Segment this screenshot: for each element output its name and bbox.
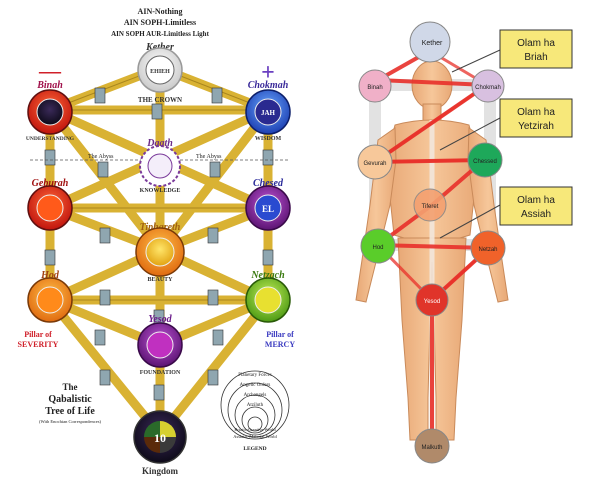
- sephirah-binah: Binah UNDERSTANDING: [26, 80, 75, 142]
- svg-text:Chokmah: Chokmah: [248, 80, 289, 91]
- svg-text:JAH: JAH: [261, 109, 276, 117]
- svg-text:Yesod: Yesod: [148, 314, 172, 325]
- sephirah-kether: Kether EHIEH THE CROWN: [137, 42, 183, 104]
- svg-text:Daath: Daath: [146, 138, 173, 149]
- pillar-mercy-1: Pillar of: [266, 330, 294, 339]
- sephirah-netzach: Netzach: [245, 270, 291, 323]
- svg-text:Assiah: Assiah: [521, 209, 551, 220]
- arc-line-3: AIN SOPH AUR-Limitless Light: [111, 30, 209, 38]
- svg-text:Netzach: Netzach: [250, 270, 285, 281]
- svg-text:Hod: Hod: [372, 245, 383, 251]
- svg-text:Chessed: Chessed: [473, 159, 497, 165]
- body-sephirah-tiferet: Tiferet: [413, 188, 447, 222]
- svg-text:The: The: [62, 382, 77, 392]
- body-sephirah-gevurah: Gevurah: [357, 144, 393, 180]
- svg-text:Gevurah: Gevurah: [363, 161, 386, 167]
- legend-line-6: Assiatic-Material World: [233, 434, 277, 439]
- svg-text:EHIEH: EHIEH: [150, 69, 170, 75]
- sephirah-malkuth: 10 Kingdom: [133, 410, 187, 476]
- body-sephirah-kether: Kether: [409, 21, 451, 63]
- svg-text:Yesod: Yesod: [424, 299, 440, 305]
- minus-sign: —: [38, 58, 62, 83]
- sephirah-chokmah: Chokmah JAH WISDOM: [245, 80, 291, 142]
- legend-line-3: Archangels: [244, 393, 267, 398]
- body-sephirah-binah: Binah: [358, 69, 392, 103]
- kingdom-label: Kingdom: [142, 466, 179, 476]
- svg-text:Tree of Life: Tree of Life: [45, 406, 95, 417]
- svg-text:WISDOM: WISDOM: [255, 136, 282, 142]
- sephirah-chesed: Chesed EL: [245, 178, 291, 231]
- arc-line-2: AIN SOPH-Limitless: [124, 18, 196, 27]
- svg-text:THE CROWN: THE CROWN: [138, 96, 182, 104]
- pillar-mercy-2: MERCY: [265, 340, 295, 349]
- body-sephirah-yesod: Yesod: [415, 283, 449, 317]
- svg-text:Binah: Binah: [36, 80, 63, 91]
- svg-text:EL: EL: [262, 204, 274, 214]
- svg-text:Netzah: Netzah: [478, 247, 497, 253]
- svg-text:Hod: Hod: [40, 270, 60, 281]
- legend: [220, 370, 290, 440]
- legend-line-2: Angelic Orders: [240, 383, 271, 388]
- tree-of-life: AIN-Nothing AIN SOPH-Limitless AIN SOPH …: [18, 7, 296, 476]
- svg-text:Chesed: Chesed: [253, 178, 284, 189]
- svg-text:Olam ha: Olam ha: [517, 195, 555, 206]
- arc-line-1: AIN-Nothing: [138, 7, 183, 16]
- body-sephirah-malkuth: Malkuth: [414, 428, 450, 464]
- body-sephirah-chokmah: Chokmah: [471, 69, 505, 103]
- legend-label: LEGEND: [243, 446, 266, 452]
- svg-text:Binah: Binah: [367, 85, 382, 91]
- svg-text:UNDERSTANDING: UNDERSTANDING: [26, 136, 75, 142]
- pillar-severity-2: SEVERITY: [18, 340, 59, 349]
- olam-assiah-box: Olam ha Assiah: [499, 186, 573, 226]
- sephirah-geburah: Geburah: [27, 178, 73, 231]
- svg-text:Kether: Kether: [422, 40, 443, 47]
- human-body-tree: Kether Binah Chokmah Gevurah Chessed Tif…: [355, 21, 573, 464]
- svg-text:10: 10: [154, 431, 166, 445]
- svg-text:Qabalistic: Qabalistic: [48, 394, 92, 405]
- tree-caption: The Qabalistic Tree of Life (With Enochi…: [39, 382, 102, 424]
- sephirah-hod: Hod: [27, 270, 73, 323]
- body-sephirah-chessed: Chessed: [467, 142, 503, 178]
- svg-text:Olam ha: Olam ha: [517, 107, 555, 118]
- svg-text:Olam ha: Olam ha: [517, 38, 555, 49]
- svg-text:KNOWLEDGE: KNOWLEDGE: [140, 188, 181, 194]
- svg-text:Geburah: Geburah: [32, 178, 69, 189]
- tarot-cards: [44, 87, 274, 401]
- legend-line-5: Briatic-Creative World: [234, 427, 276, 432]
- olam-briah-box: Olam ha Briah: [499, 29, 573, 69]
- body-sephirah-hod: Hod: [360, 228, 396, 264]
- pillar-severity-1: Pillar of: [24, 330, 52, 339]
- sephirah-daath: Daath KNOWLEDGE: [139, 138, 181, 194]
- legend-line-4: Atziluth: [247, 403, 264, 408]
- svg-text:(With Enochian Correspondences: (With Enochian Correspondences): [39, 419, 102, 424]
- abyss-label-right: The Abyss: [196, 154, 222, 160]
- svg-text:FOUNDATION: FOUNDATION: [140, 370, 181, 376]
- svg-text:Chokmah: Chokmah: [475, 85, 501, 91]
- svg-text:Malkuth: Malkuth: [421, 445, 442, 451]
- olam-yetzirah-box: Olam ha Yetzirah: [499, 98, 573, 138]
- sephirah-tiphareth: Tiphareth BEAUTY: [135, 222, 185, 283]
- plus-sign: +: [261, 60, 275, 86]
- abyss-label-left: The Abyss: [88, 154, 114, 160]
- svg-text:Yetzirah: Yetzirah: [518, 121, 554, 132]
- svg-text:Tiferet: Tiferet: [422, 204, 439, 210]
- sephirah-yesod: Yesod FOUNDATION: [137, 314, 183, 376]
- svg-text:Briah: Briah: [524, 52, 547, 63]
- svg-text:BEAUTY: BEAUTY: [147, 277, 173, 283]
- legend-line-1: Planetary Forces: [238, 373, 272, 378]
- body-sephirah-netzah: Netzah: [470, 230, 506, 266]
